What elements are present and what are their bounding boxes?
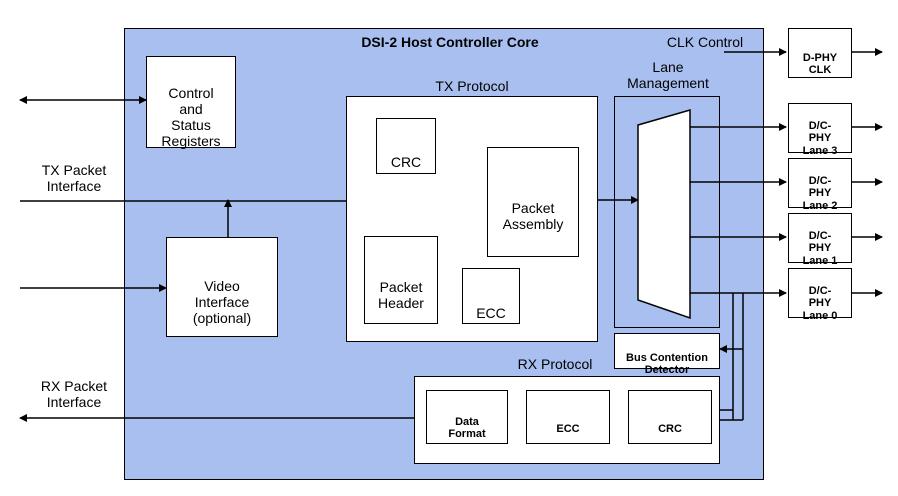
- core-title: DSI-2 Host Controller Core: [361, 34, 539, 50]
- data-format-block: Data Format: [426, 390, 508, 444]
- rx-packet-interface-label: RX Packet Interface: [40, 378, 108, 411]
- bus-contention-detector: Bus Contention Detector: [614, 333, 720, 376]
- rx-crc-label: CRC: [658, 422, 682, 435]
- lane-mux: [637, 109, 691, 320]
- lane-management-label: Lane Management: [627, 59, 709, 92]
- rx-ecc-block: ECC: [526, 390, 610, 444]
- lane0-label: D/C- PHY Lane 0: [802, 284, 838, 322]
- rx-ecc-label: ECC: [556, 422, 580, 435]
- control-status-label: Control and Status Registers: [161, 85, 221, 150]
- tx-crc-block: CRC: [376, 118, 436, 174]
- tx-ecc-block: ECC: [462, 268, 520, 324]
- lane3-label: D/C- PHY Lane 3: [802, 119, 838, 157]
- tx-protocol-label: TX Protocol: [435, 78, 509, 94]
- bus-contention-label: Bus Contention Detector: [626, 351, 708, 377]
- rx-crc-block: CRC: [628, 390, 712, 444]
- rx-protocol-label: RX Protocol: [517, 356, 593, 372]
- video-interface-block: Video Interface (optional): [166, 237, 278, 337]
- data-format-label: Data Format: [448, 415, 486, 441]
- lane3-block: D/C- PHY Lane 3: [788, 103, 852, 157]
- packet-assembly-block: Packet Assembly: [487, 147, 579, 257]
- lane-management-block: [614, 96, 720, 328]
- tx-packet-interface-label: TX Packet Interface: [41, 162, 107, 195]
- lane2-block: D/C- PHY Lane 2: [788, 158, 852, 212]
- clk-control-label: CLK Control: [666, 34, 744, 50]
- tx-ecc-label: ECC: [476, 305, 506, 322]
- dphy-clk-label: D-PHY CLK: [802, 51, 838, 77]
- control-status-registers: Control and Status Registers: [146, 56, 236, 150]
- packet-header-block: Packet Header: [364, 236, 438, 324]
- lane1-block: D/C- PHY Lane 1: [788, 213, 852, 267]
- lane2-label: D/C- PHY Lane 2: [802, 174, 838, 212]
- packet-header-label: Packet Header: [378, 279, 424, 312]
- tx-crc-label: CRC: [390, 154, 422, 171]
- lane0-block: D/C- PHY Lane 0: [788, 268, 852, 322]
- lane1-label: D/C- PHY Lane 1: [802, 229, 838, 267]
- video-interface-label: Video Interface (optional): [192, 278, 252, 327]
- packet-assembly-label: Packet Assembly: [502, 200, 564, 233]
- dphy-clk-block: D-PHY CLK: [788, 28, 852, 78]
